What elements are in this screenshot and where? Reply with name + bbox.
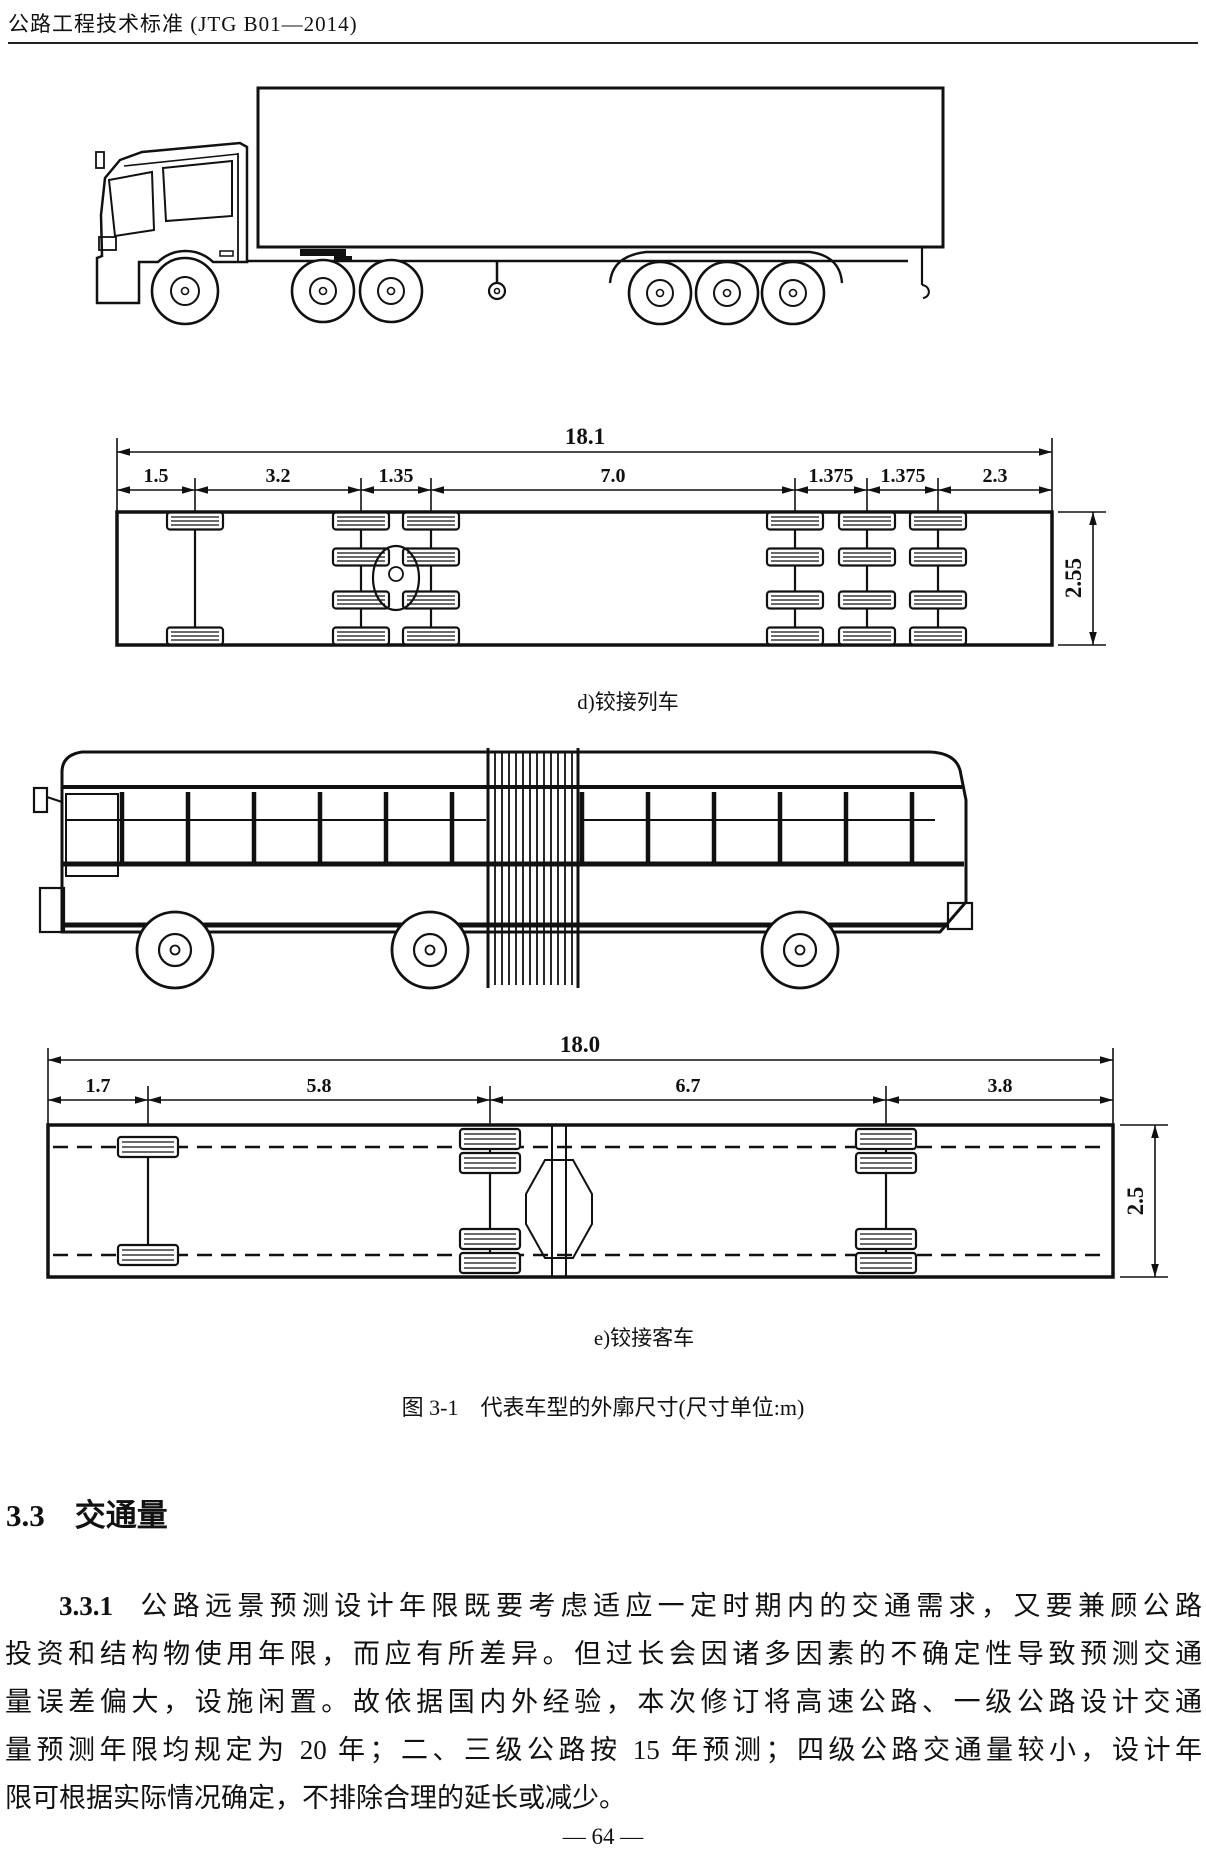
bus-segment-label: 1.7 (86, 1075, 111, 1097)
clause-3-3-1: 3.3.1 公路远景预测设计年限既要考虑适应一定时期内的交通需求，又要兼顾公路 投… (5, 1582, 1202, 1822)
front-section-windows (119, 792, 455, 862)
driver-windshield (65, 793, 119, 877)
bus-overall-dimension (47, 1048, 1114, 1125)
bus-wheels (135, 910, 840, 990)
bus-segment-label: 3.8 (988, 1075, 1013, 1097)
bus-plan-tires (116, 1127, 918, 1275)
bus-mirror (32, 786, 49, 814)
bus-segment-label: 5.8 (307, 1075, 332, 1097)
truck-width-dimension (1058, 511, 1106, 646)
truck-segment-label: 1.35 (379, 465, 414, 487)
wheel (627, 260, 693, 326)
fifth-wheel-plan (371, 544, 421, 612)
truck-segment-dimensions (117, 478, 1052, 512)
wheel (290, 258, 356, 324)
bus-rear-step (946, 901, 974, 931)
truck-wheels (150, 256, 826, 326)
truck-total-length-label: 18.1 (565, 424, 605, 449)
cab-side-window (161, 159, 233, 223)
articulation-bellows (486, 748, 580, 988)
bus-plan-body (46, 1123, 1115, 1279)
section-heading: 3.3 交通量 (6, 1490, 168, 1535)
truck-segment-label: 2.3 (983, 465, 1008, 487)
bus-caption: e)铰接客车 (593, 1326, 695, 1350)
clause-text: 公路远景预测设计年限既要考虑适应一定时期内的交通需求，又要兼顾公路 (135, 1591, 1202, 1621)
clause-line: 量误差偏大，设施闲置。故依据国内外经验，本次修订将高速公路、一级公路设计交通 (5, 1687, 1202, 1717)
header-rule (8, 42, 1198, 44)
bus-side-drawing (32, 748, 974, 990)
door-handle (219, 250, 234, 257)
truck-caption: d)铰接列车 (577, 690, 679, 714)
truck-segment-label: 1.5 (144, 465, 169, 487)
landing-gear (487, 261, 507, 301)
page-number: — 64 — (562, 1824, 644, 1849)
truck-segment-label: 3.2 (266, 465, 291, 487)
bus-width-dimension (1120, 1124, 1168, 1278)
clause-number: 3.3.1 (59, 1591, 113, 1621)
wheel (760, 910, 840, 990)
section-number: 3.3 (6, 1498, 45, 1533)
wheel (358, 258, 424, 324)
rear-underrun (920, 247, 930, 299)
truck-plan-body (115, 510, 1054, 647)
mirror (95, 151, 105, 169)
clause-line: 投资和结构物使用年限，而应有所差异。但过长会因诸多因素的不确定性导致预测交通 (5, 1639, 1202, 1669)
truck-width-label: 2.55 (1061, 558, 1086, 598)
bus-segment-label: 6.7 (676, 1075, 701, 1097)
wheel (760, 260, 826, 326)
wheel (694, 260, 760, 326)
truck-side-drawing (95, 86, 945, 326)
trailer-box (256, 86, 945, 249)
windshield (107, 170, 156, 238)
front-step (98, 236, 117, 251)
fifth-wheel-coupling (300, 249, 352, 261)
tractor-cab (95, 141, 249, 305)
truck-plan-drawing: 18.1 1.5 3.2 1.35 7.0 1.375 1.375 2.3 2.… (115, 424, 1106, 647)
wheel (390, 910, 470, 990)
truck-segment-label: 1.375 (809, 465, 854, 487)
truck-plan-axles (193, 521, 940, 636)
bus-width-label: 2.5 (1123, 1187, 1148, 1216)
clause-line: 3.3.1 公路远景预测设计年限既要考虑适应一定时期内的交通需求，又要兼顾公路 (5, 1582, 1202, 1630)
section-title: 交通量 (74, 1498, 168, 1533)
bus-segment-dimensions (48, 1086, 1113, 1125)
roof-fairing-line (123, 153, 239, 167)
clause-line: 量预测年限均规定为 20 年；二、三级公路按 15 年预测；四级公路交通量较小，… (5, 1735, 1202, 1765)
trailer-fender (608, 250, 844, 284)
truck-overall-dimension (116, 438, 1053, 512)
articulation-joint (525, 1125, 593, 1277)
figure-caption: 图 3-1 代表车型的外廓尺寸(尺寸单位:m) (401, 1395, 805, 1420)
wheel (135, 910, 215, 990)
clause-line: 限可根据实际情况确定，不排除合理的延长或减少。 (5, 1783, 626, 1813)
wheel (150, 256, 220, 326)
header-title: 公路工程技术标准 (JTG B01—2014) (8, 12, 358, 36)
rear-section-windows (579, 792, 915, 862)
truck-plan-tires (165, 511, 968, 646)
bus-total-length-label: 18.0 (560, 1032, 600, 1057)
bus-plan-drawing: 18.0 1.7 5.8 6.7 3.8 2.5 (46, 1032, 1168, 1279)
bus-body-outline (60, 750, 968, 934)
bus-front-step (38, 886, 66, 934)
truck-segment-label: 7.0 (601, 465, 626, 487)
truck-segment-label: 1.375 (881, 465, 926, 487)
